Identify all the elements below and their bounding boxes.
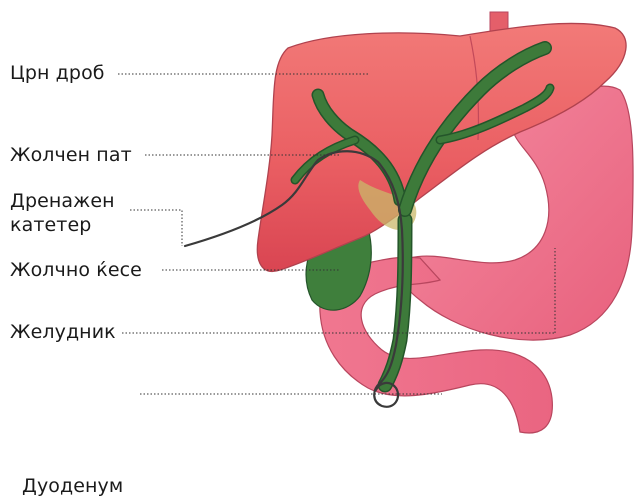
stomach-label: Желудник bbox=[10, 321, 116, 344]
gallbladder-label: Жолчно ќесе bbox=[10, 259, 142, 282]
liver-label: Црн дроб bbox=[10, 62, 105, 85]
bile-duct-label: Жолчен пат bbox=[10, 144, 132, 167]
duodenum-label: Дуоденум bbox=[22, 475, 123, 498]
drainage-catheter-label-line1: Дренажен bbox=[10, 190, 115, 213]
drainage-catheter-label-line2: катетер bbox=[10, 214, 91, 237]
